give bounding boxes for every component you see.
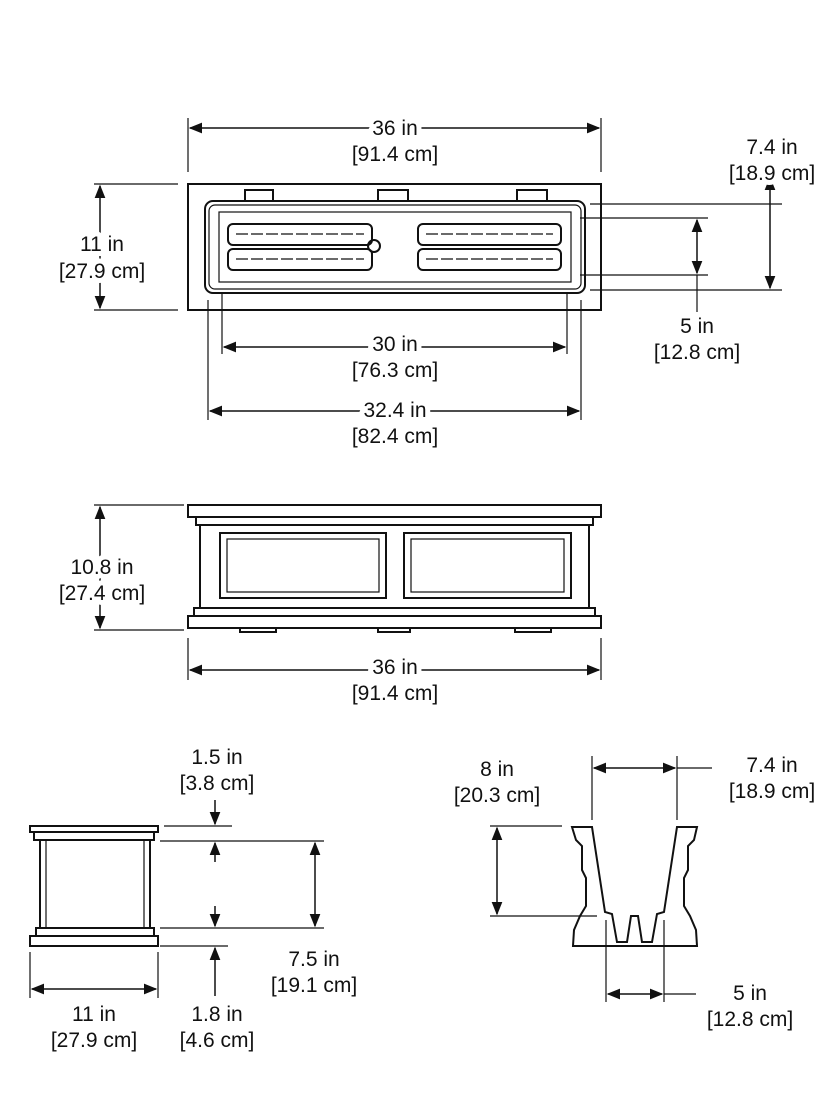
mounting-tabs xyxy=(244,189,548,202)
side-body-in: 7.5 in xyxy=(288,948,339,971)
top-outer-depth-in: 7.4 in xyxy=(746,136,797,159)
cross-section xyxy=(490,756,712,1002)
top-inner-depth-in: 5 in xyxy=(680,315,714,338)
section-bottom-width-cm: [12.8 cm] xyxy=(707,1008,793,1031)
section-height-cm: [20.3 cm] xyxy=(454,784,540,807)
section-top-width-in: 7.4 in xyxy=(746,754,797,777)
side-body-cm: [19.1 cm] xyxy=(271,974,357,997)
top-inner-length-cm: [76.3 cm] xyxy=(352,359,438,382)
front-width-cm: [91.4 cm] xyxy=(352,682,438,705)
top-view xyxy=(94,118,782,420)
top-depth-cm: [27.9 cm] xyxy=(59,260,145,283)
side-depth-cm: [27.9 cm] xyxy=(51,1029,137,1052)
section-height-in: 8 in xyxy=(480,758,514,781)
front-view xyxy=(94,504,602,680)
top-width-in: 36 in xyxy=(372,117,418,140)
side-base-in: 1.8 in xyxy=(191,1003,242,1026)
side-depth-in: 11 in xyxy=(72,1003,116,1026)
top-depth-in: 11 in xyxy=(80,233,124,256)
top-opening-length-cm: [82.4 cm] xyxy=(352,425,438,448)
side-cap-cm: [3.8 cm] xyxy=(180,772,255,795)
top-width-cm: [91.4 cm] xyxy=(352,143,438,166)
top-inner-length-in: 30 in xyxy=(372,333,418,356)
side-cap-in: 1.5 in xyxy=(191,746,242,769)
side-view xyxy=(29,800,324,998)
front-height-cm: [27.4 cm] xyxy=(59,582,145,605)
section-top-width-cm: [18.9 cm] xyxy=(729,780,815,803)
top-inner-depth-cm: [12.8 cm] xyxy=(654,341,740,364)
dimension-labels: 36 in [91.4 cm] 7.4 in [18.9 cm] 11 in [… xyxy=(46,112,820,1057)
section-bottom-width-in: 5 in xyxy=(733,982,767,1005)
front-height-in: 10.8 in xyxy=(70,556,133,579)
front-width-in: 36 in xyxy=(372,656,418,679)
drain-grills xyxy=(227,223,562,271)
top-outer-depth-cm: [18.9 cm] xyxy=(729,162,815,185)
side-base-cm: [4.6 cm] xyxy=(180,1029,255,1052)
top-opening-length-in: 32.4 in xyxy=(363,399,426,422)
